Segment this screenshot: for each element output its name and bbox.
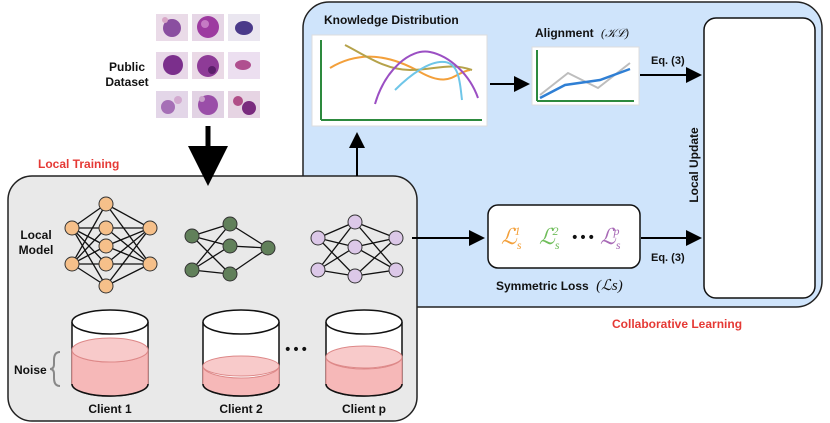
noise-brace [49, 351, 61, 387]
loss-terms: ℒs1 ℒs2 ℒsp [501, 224, 621, 252]
network-edge [105, 227, 151, 287]
network-node [98, 196, 114, 212]
network-edge [105, 227, 151, 265]
alignment-chart [531, 46, 640, 106]
network-edge [191, 235, 231, 275]
network-node [98, 220, 114, 236]
symmetric-loss-text: Symmetric Loss [496, 279, 589, 293]
network-node [347, 268, 363, 284]
local-update-box [703, 17, 816, 299]
local-training-title: Local Training [38, 157, 119, 171]
client-p-label: Client p [342, 402, 386, 416]
client-p-cylinder [325, 309, 403, 397]
network-edge [354, 237, 397, 277]
loss-term-2: ℒs2 [539, 224, 560, 252]
network-node [98, 278, 114, 294]
network-node [347, 214, 363, 230]
network-edge [105, 227, 151, 247]
eq3-upper-label: Eq. (3) [651, 55, 685, 67]
network-edge [354, 246, 397, 271]
network-node [388, 230, 404, 246]
client-ellipsis: ••• [284, 342, 309, 358]
network-node [388, 262, 404, 278]
network-edge [105, 203, 151, 265]
network-edge [229, 247, 269, 275]
public-dataset-images [156, 14, 260, 118]
local-model-label-line2: Model [19, 243, 54, 257]
collaborative-learning-title: Collaborative Learning [612, 317, 742, 331]
network-edge [105, 245, 151, 265]
client-1-label: Client 1 [88, 402, 132, 416]
network-node [310, 262, 326, 278]
network-node [347, 239, 363, 255]
network-node [98, 256, 114, 272]
network-node [98, 238, 114, 254]
network-edge [71, 227, 107, 287]
noise-label: Noise [14, 363, 47, 377]
network-edge [191, 223, 231, 271]
loss-term-1: ℒs1 [501, 224, 522, 252]
alignment-text: Alignment [535, 26, 594, 40]
network-node [184, 262, 200, 278]
network-edge [354, 221, 397, 271]
network-node [142, 256, 158, 272]
network-node [310, 230, 326, 246]
eq3-lower-label: Eq. (3) [651, 252, 685, 264]
network-node [142, 220, 158, 236]
alignment-math: (𝒦ℒ) [601, 26, 629, 40]
local-network-purple [310, 214, 404, 284]
network-node [222, 238, 238, 254]
client-2-cylinder [202, 309, 280, 397]
public-dataset-label-line2: Dataset [105, 75, 148, 89]
network-node [260, 240, 276, 256]
network-node [184, 228, 200, 244]
local-network-green [184, 216, 276, 282]
network-node [222, 216, 238, 232]
knowledge-distribution-title: Knowledge Distribution [324, 13, 459, 27]
alignment-label: Alignment (𝒦ℒ) [535, 26, 629, 40]
loss-dots: ••• [571, 230, 596, 246]
local-model-label-line1: Local [20, 228, 51, 242]
local-update-label: Local Update [687, 127, 701, 203]
local-network-orange [64, 196, 158, 294]
symmetric-loss-math: (ℒs) [596, 278, 623, 294]
network-node [64, 256, 80, 272]
knowledge-distribution-plot [311, 34, 488, 127]
loss-term-p: ℒsp [600, 224, 621, 252]
symmetric-loss-label: Symmetric Loss (ℒs) [496, 278, 623, 294]
public-dataset-label-line1: Public [109, 60, 145, 74]
client-2-label: Client 2 [219, 402, 263, 416]
network-node [64, 220, 80, 236]
client-1-cylinder [71, 309, 149, 397]
network-edge [71, 227, 107, 265]
symmetric-loss-box [487, 204, 641, 269]
network-edge [71, 203, 107, 265]
network-node [222, 266, 238, 282]
network-edge [105, 203, 151, 229]
network-edge [317, 237, 356, 277]
network-edge [105, 263, 151, 287]
network-edge [317, 221, 356, 271]
